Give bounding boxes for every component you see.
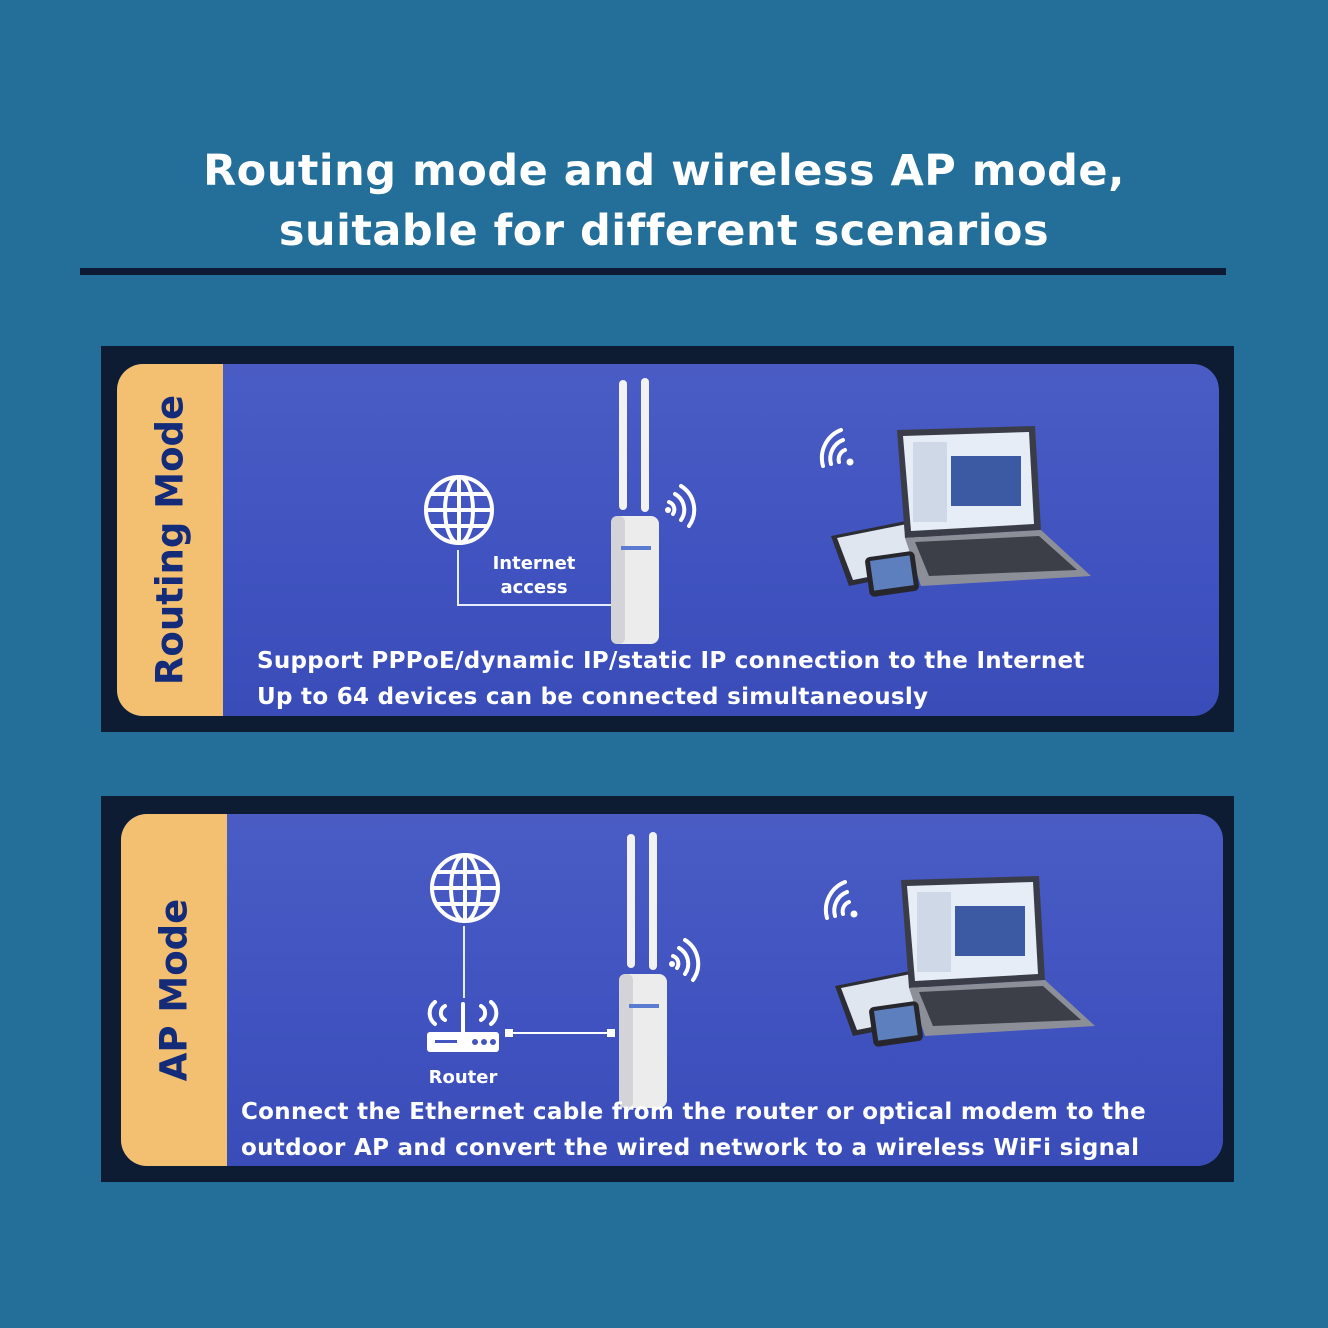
routing-mode-label: Routing Mode (148, 394, 192, 686)
ap-mode-card: AP Mode (121, 814, 1223, 1166)
connection-line (463, 926, 465, 998)
wifi-signal-icon (819, 428, 854, 468)
routing-desc-line2: Up to 64 devices can be connected simult… (257, 684, 929, 710)
globe-icon (430, 853, 500, 923)
page-title-line1: Routing mode and wireless AP mode, (203, 146, 1125, 196)
ap-mode-tab: AP Mode (121, 814, 227, 1166)
routing-desc-line1: Support PPPoE/dynamic IP/static IP conne… (257, 648, 1085, 674)
ap-desc-line1: Connect the Ethernet cable from the rout… (241, 1099, 1147, 1125)
laptop-tablet-phone-devices (831, 426, 1091, 597)
routing-mode-card: Routing Mode Internet access (117, 364, 1219, 716)
wifi-signal-icon (823, 880, 858, 920)
title-divider (80, 268, 1226, 275)
router-icon (427, 1000, 499, 1052)
wifi-signal-icon (669, 938, 701, 982)
ap-mode-panel: AP Mode (101, 796, 1234, 1182)
access-point-device (619, 832, 667, 1108)
router-label: Router (428, 1067, 498, 1088)
access-point-device (611, 378, 659, 644)
internet-label: Internet access (492, 553, 576, 598)
ethernet-cable (505, 1029, 615, 1037)
connection-line (457, 550, 613, 606)
laptop-tablet-phone-devices (835, 876, 1095, 1047)
routing-mode-tab: Routing Mode (117, 364, 223, 716)
routing-mode-panel: Routing Mode Internet access (101, 346, 1234, 732)
wifi-signal-icon (665, 484, 697, 528)
globe-icon (424, 475, 494, 545)
ap-mode-label: AP Mode (152, 898, 196, 1082)
page-title-line2: suitable for different scenarios (278, 206, 1050, 256)
ap-desc-line2: outdoor AP and convert the wired network… (241, 1135, 1140, 1161)
